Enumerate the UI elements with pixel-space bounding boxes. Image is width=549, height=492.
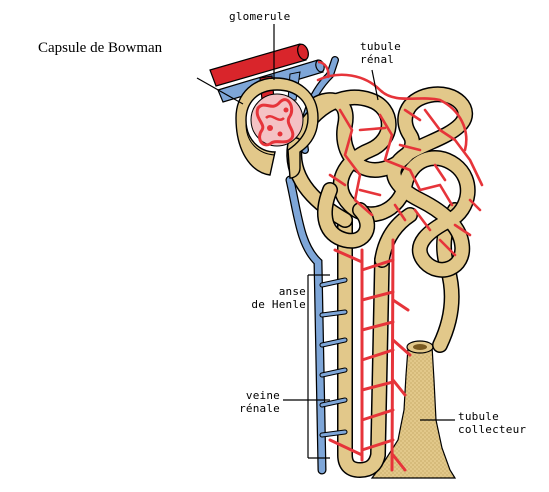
label-tubule-renal-line2: rénal xyxy=(360,53,394,66)
label-veine-line2: rénale xyxy=(204,402,280,415)
label-veine-line1: veine xyxy=(204,389,280,402)
label-anse-line2: de Henle xyxy=(230,298,306,311)
label-capsule-bowman: Capsule de Bowman xyxy=(38,42,162,55)
label-anse-line1: anse xyxy=(230,285,306,298)
label-tubule-renal-line1: tubule xyxy=(360,40,401,53)
label-glomerule: glomerule xyxy=(229,10,290,23)
glomerulus xyxy=(251,94,303,146)
label-tubule-collecteur-line1: tubule xyxy=(458,410,499,423)
label-tubule-collecteur-line2: collecteur xyxy=(458,423,526,436)
